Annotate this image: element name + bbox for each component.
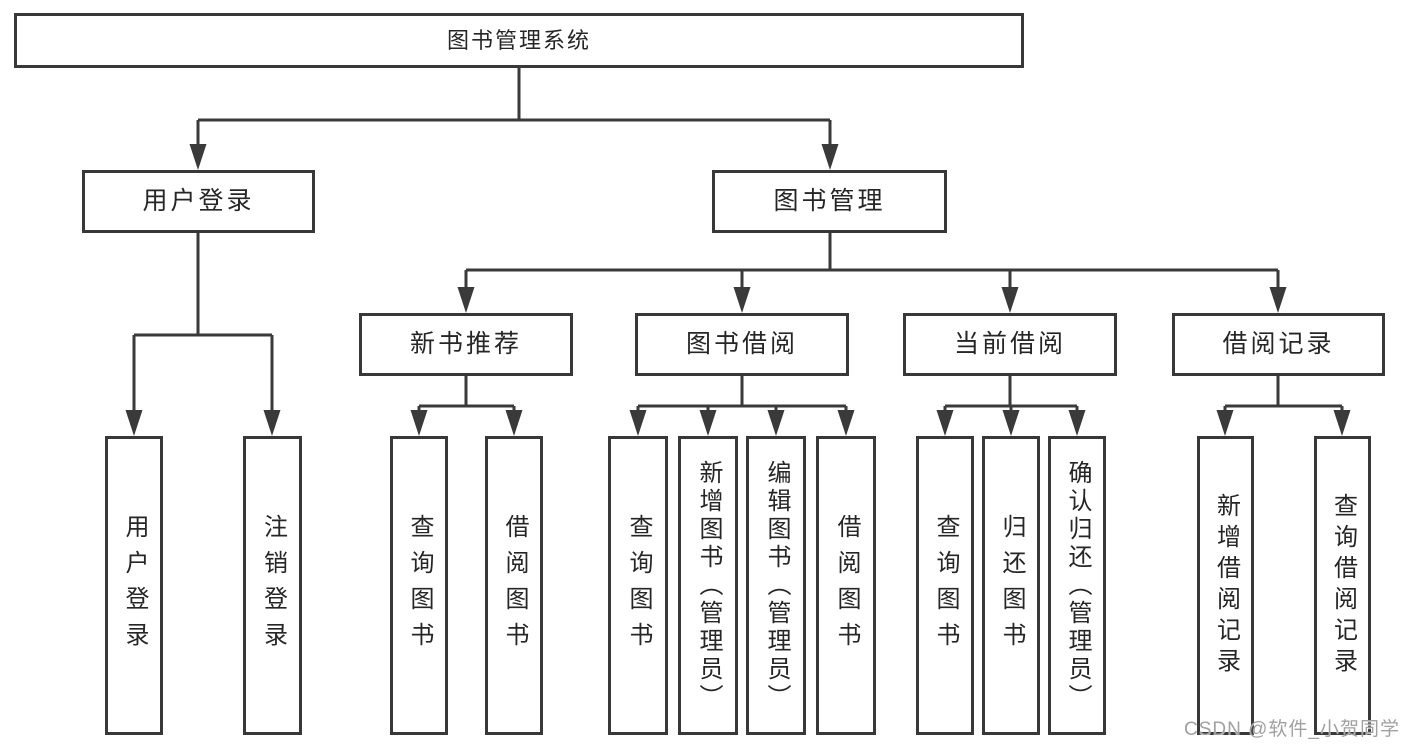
node-leaf-current-query-books-label: 查询图书: [932, 513, 959, 658]
node-leaf-records-query-record: 查询借阅记录: [1314, 436, 1371, 735]
node-leaf-user-login-label: 用户登录: [121, 513, 148, 658]
node-leaf-current-query-books: 查询图书: [916, 436, 974, 735]
node-leaf-current-return-books-label: 归还图书: [998, 513, 1025, 658]
node-leaf-borrow-query-books-label: 查询图书: [625, 513, 652, 658]
node-leaf-borrow-edit-books-admin-label: 编辑图书（管理员）: [763, 459, 790, 712]
node-leaf-borrow-add-books-admin-label: 新增图书（管理员）: [695, 459, 722, 712]
node-leaf-current-return-books: 归还图书: [982, 436, 1040, 735]
node-branch-user-login: 用户登录: [82, 170, 315, 233]
connector-stems: [132, 64, 1344, 412]
node-leaf-current-confirm-return-admin: 确认归还（管理员）: [1048, 436, 1106, 735]
node-leaf-records-add-record: 新增借阅记录: [1197, 436, 1254, 735]
node-leaf-borrow-edit-books-admin: 编辑图书（管理员）: [746, 436, 806, 735]
node-leaf-recommend-query-books-label: 查询图书: [406, 513, 433, 658]
node-leaf-borrow-borrow-books-label: 借阅图书: [833, 513, 860, 658]
node-leaf-logout: 注销登录: [243, 436, 302, 735]
node-leaf-borrow-borrow-books: 借阅图书: [816, 436, 876, 735]
node-leaf-records-query-record-label: 查询借阅记录: [1329, 492, 1357, 679]
node-leaf-borrow-query-books: 查询图书: [608, 436, 668, 735]
node-leaf-logout-label: 注销登录: [259, 513, 287, 658]
node-root-system: 图书管理系统: [14, 13, 1024, 68]
node-leaf-recommend-borrow-books-label: 借阅图书: [501, 513, 528, 658]
connector-arrowheads: [125, 144, 1351, 436]
csdn-watermark: CSDN @软件_小贺同学: [1184, 719, 1400, 740]
node-leaf-user-login: 用户登录: [105, 436, 163, 735]
node-branch-book-borrow: 图书借阅: [635, 313, 849, 376]
node-leaf-borrow-add-books-admin: 新增图书（管理员）: [678, 436, 738, 735]
node-branch-new-book-recommend: 新书推荐: [359, 313, 573, 376]
node-branch-book-management: 图书管理: [712, 170, 947, 233]
node-leaf-records-add-record-label: 新增借阅记录: [1212, 492, 1240, 679]
node-leaf-recommend-borrow-books: 借阅图书: [485, 436, 543, 735]
node-leaf-recommend-query-books: 查询图书: [390, 436, 448, 735]
node-branch-borrow-records: 借阅记录: [1172, 313, 1385, 376]
node-branch-current-borrow: 当前借阅: [903, 313, 1117, 376]
node-leaf-current-confirm-return-admin-label: 确认归还（管理员）: [1064, 459, 1091, 712]
